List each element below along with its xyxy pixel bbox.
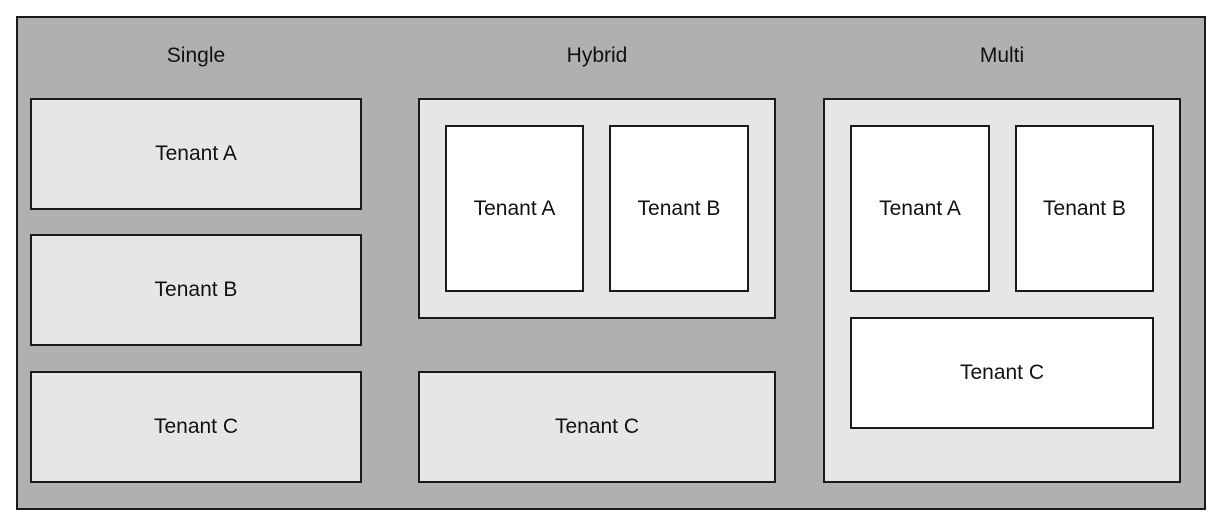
multi-tenant-b-label: Tenant B [1043,196,1126,220]
multi-tenant-a-box: Tenant A [850,125,990,292]
single-tenant-b-box: Tenant B [30,234,362,346]
multi-tenant-c-label: Tenant C [959,361,1045,384]
hybrid-tenant-b-box: Tenant B [609,125,749,292]
multi-tenant-c-box: Tenant C [850,317,1154,429]
hybrid-tenant-b-label: Tenant B [637,196,721,220]
single-tenant-a-label: Tenant A [155,142,237,165]
single-tenant-b-label: Tenant B [154,278,238,301]
multi-tenant-a-label: Tenant A [879,196,961,220]
hybrid-tenant-c-label: Tenant C [554,415,640,438]
single-tenant-a-box: Tenant A [30,98,362,210]
hybrid-tenant-a-box: Tenant A [445,125,584,292]
multi-tenant-b-box: Tenant B [1015,125,1154,292]
multi-heading: Multi [979,44,1025,67]
hybrid-heading: Hybrid [566,44,628,67]
hybrid-tenant-a-label: Tenant A [473,196,556,220]
hybrid-tenant-c-box: Tenant C [418,371,776,483]
single-heading: Single [166,44,226,67]
single-tenant-c-label: Tenant C [153,415,239,438]
single-tenant-c-box: Tenant C [30,371,362,483]
